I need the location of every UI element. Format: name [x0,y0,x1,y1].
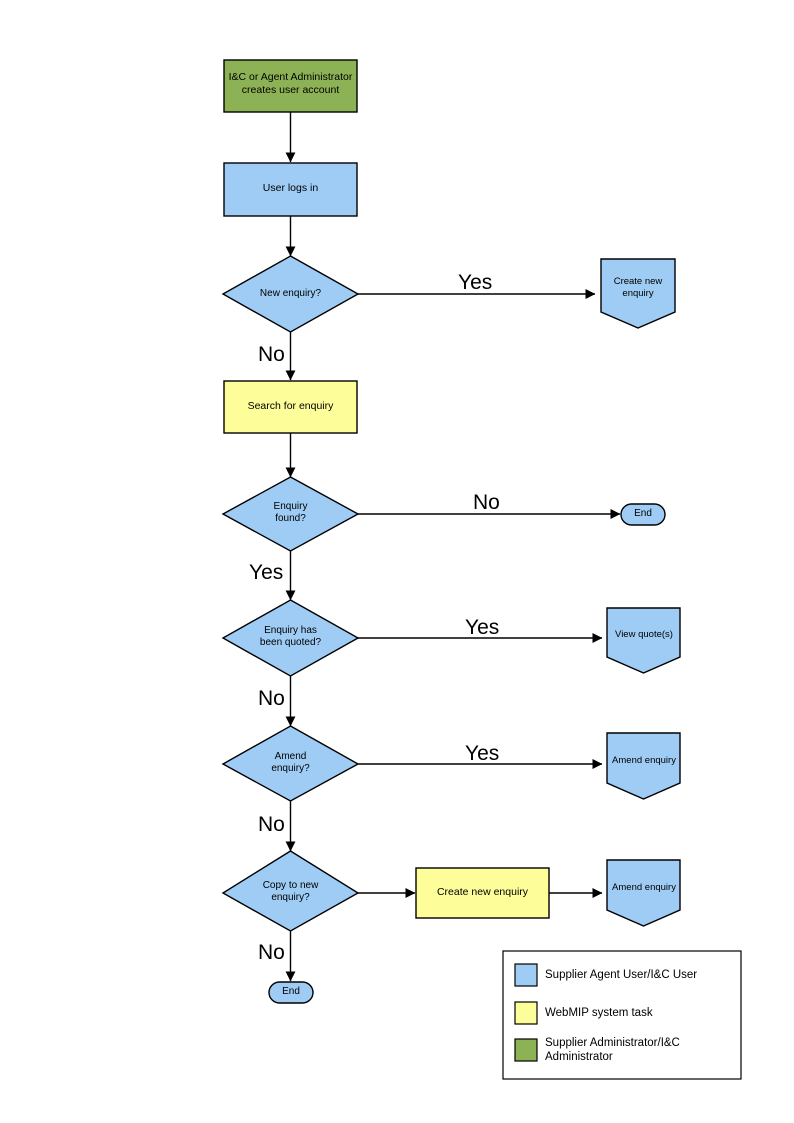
node-amend-enquiry-2[interactable] [606,859,681,927]
edge-label-new-enquiry-yes: Yes [458,271,493,294]
edge-label-found-yes: Yes [249,561,284,584]
edge-label-amend-yes: Yes [465,742,500,765]
node-amend-enquiry-1[interactable] [606,732,681,800]
node-new-enquiry-decision[interactable] [221,255,360,333]
edge-label-quoted-yes: Yes [465,616,500,639]
legend-label-system-yellow: WebMIP system task [545,1007,653,1019]
node-end-terminator-2[interactable] [268,981,314,1004]
legend-label-admin-green: Supplier Administrator/I&C Administrator [545,1037,680,1064]
legend-swatch-system-yellow [514,1001,538,1025]
node-search-for-enquiry[interactable] [223,380,358,434]
legend-label-user-blue: Supplier Agent User/I&C User [545,969,698,981]
node-view-quotes[interactable] [606,607,681,674]
edge-label-copy-no: No [258,941,285,964]
edge-label-quoted-no: No [258,687,285,710]
node-enquiry-found-decision[interactable] [221,476,360,552]
node-create-new-enquiry[interactable] [600,258,676,329]
edge-label-new-enquiry-no: No [258,343,285,366]
node-amend-enquiry-decision[interactable] [221,725,360,802]
edge-group [285,112,621,982]
node-user-logs-in[interactable] [223,162,358,217]
legend-swatch-admin-green [514,1038,538,1062]
edge-label-amend-no: No [258,813,285,836]
node-admin-creates-account[interactable] [223,59,358,113]
legend-swatch-user-blue [514,963,538,987]
node-enquiry-quoted-decision[interactable] [221,599,360,677]
node-end-terminator-1[interactable] [620,503,666,526]
legend-box [502,950,742,1080]
node-copy-to-new-enquiry-decision[interactable] [221,850,360,932]
edge-label-found-no: No [473,491,500,514]
node-create-new-enquiry-2[interactable] [415,867,550,919]
